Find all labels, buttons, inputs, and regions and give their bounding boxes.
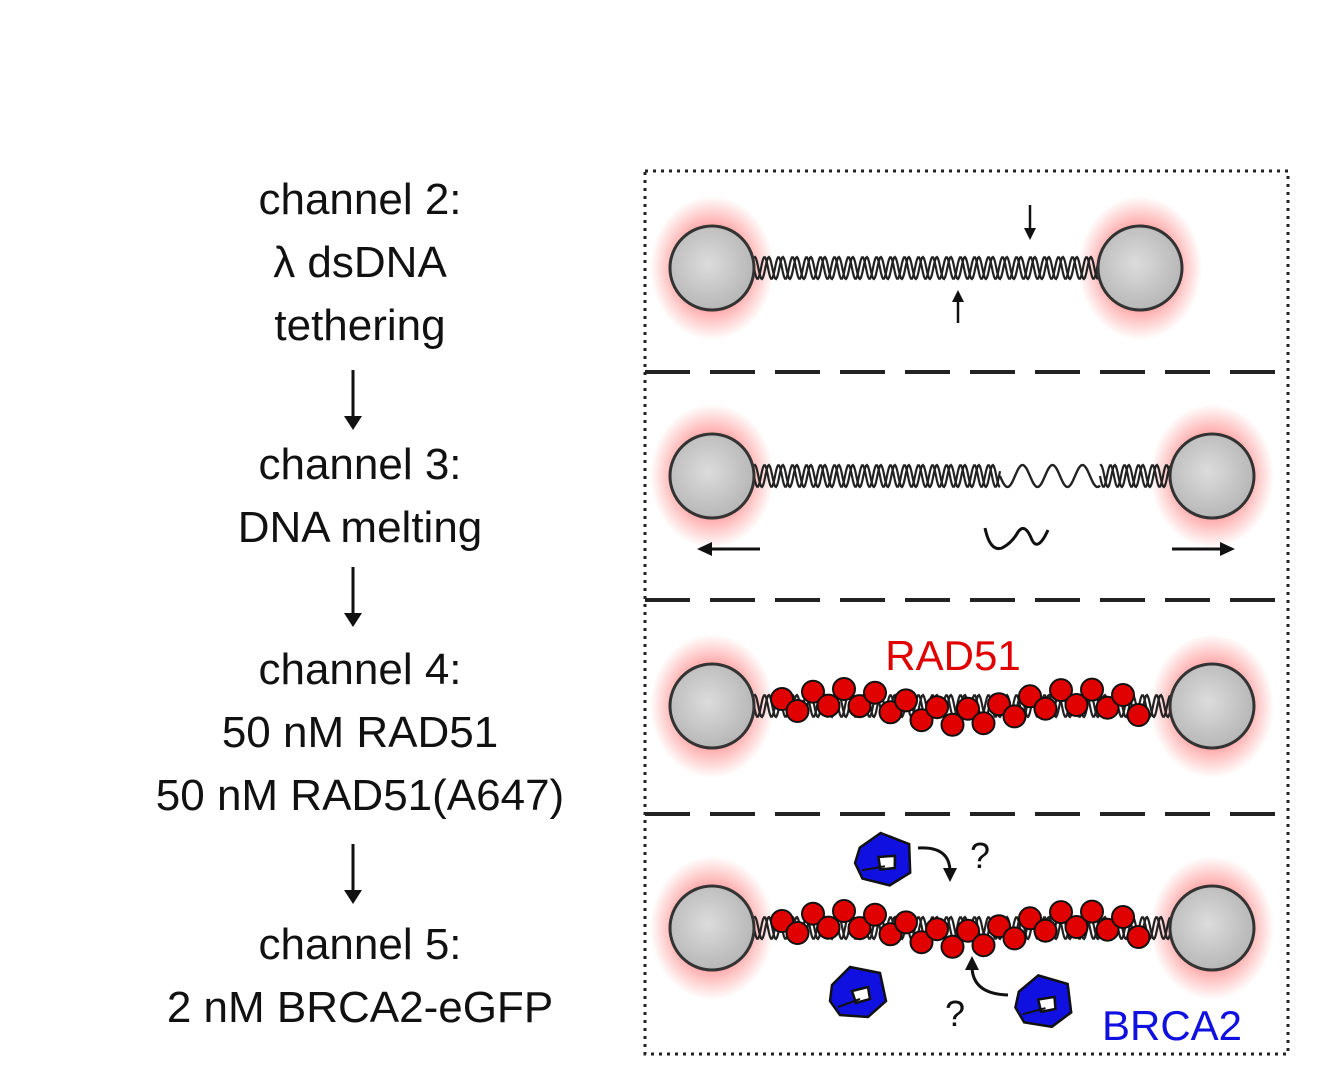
rad51-sphere (1049, 678, 1073, 703)
rad51-sphere (785, 699, 810, 723)
rad51-sphere (863, 680, 887, 705)
step-1-line-3: tethering (274, 301, 446, 350)
step-3-line-2: 50 nM RAD51 (221, 708, 499, 757)
brca2-domain-line (1022, 1007, 1046, 1016)
rad51-sphere (1002, 926, 1027, 951)
step-3-line-3: 50 nM RAD51(A647) (155, 771, 565, 820)
step-3-title: channel 4: (258, 645, 462, 694)
brca2-body (1014, 974, 1073, 1029)
rad51-sphere (1080, 677, 1104, 702)
step-4-line-2: 2 nM BRCA2-eGFP (166, 983, 554, 1032)
rad51-sphere (847, 694, 872, 719)
rad51-sphere (909, 708, 934, 733)
dna-strand (752, 256, 1100, 280)
rad51-sphere (1095, 695, 1120, 720)
question-mark-bottom: ? (945, 993, 965, 1034)
rad51-sphere (785, 921, 810, 945)
rad51-sphere (956, 918, 980, 943)
rad51-sphere (816, 915, 841, 940)
rad51-sphere (971, 711, 996, 736)
rad51-sphere (956, 696, 980, 721)
rad51-sphere (1033, 696, 1058, 721)
rad51-sphere (801, 901, 825, 926)
rad51-sphere (832, 677, 856, 701)
brca2-molecule (853, 831, 912, 887)
trap-bead (668, 884, 756, 972)
trap-bead (1168, 884, 1256, 972)
trap-bead (1168, 432, 1256, 520)
brca2-body (853, 831, 912, 887)
rad51-sphere (1064, 915, 1089, 939)
rad51-sphere (1049, 900, 1073, 925)
rad51-sphere (1002, 704, 1027, 729)
rad51-sphere (1126, 925, 1151, 949)
dna-strand (1098, 464, 1172, 488)
rad51-sphere (894, 910, 918, 935)
brca2-domain-line (837, 998, 861, 1008)
rad51-sphere (940, 712, 965, 737)
rad51-filaments (770, 677, 1151, 959)
rad51-sphere (832, 899, 856, 923)
down-arrow-icon (344, 567, 362, 627)
dna-strand (753, 255, 1099, 281)
step-4-title: channel 5: (258, 920, 462, 969)
rad51-sphere (894, 688, 918, 713)
rad51-sphere (925, 917, 949, 942)
step-2-title: channel 3: (258, 440, 462, 489)
trap-bead (668, 432, 756, 520)
rad51-label: RAD51 (885, 632, 1020, 679)
dotted-frame (643, 169, 1290, 1056)
brca2-molecules (828, 831, 1073, 1029)
brca2-molecule (1014, 974, 1073, 1029)
melted-strand (983, 526, 1050, 551)
down-arrow-icon (344, 370, 362, 430)
pulling-arrows (697, 526, 1235, 556)
rad51-sphere (847, 916, 872, 941)
rad51-sphere (987, 692, 1011, 717)
rad51-sphere (1018, 906, 1042, 931)
rad51-sphere (909, 930, 934, 955)
compression-arrows (952, 205, 1036, 323)
rad51-sphere (816, 693, 841, 718)
brca2-body (828, 965, 888, 1019)
binding-arrows (917, 846, 1009, 997)
trap-beads (668, 224, 1256, 972)
rad51-sphere (1080, 899, 1104, 924)
rad51-sphere (1126, 703, 1151, 727)
rad51-sphere (1064, 693, 1089, 717)
dna-strand (753, 463, 1001, 489)
down-arrow-icon (344, 844, 362, 904)
step-2-line-2: DNA melting (237, 503, 483, 552)
trap-bead (668, 662, 756, 750)
ssdna-strand (998, 463, 1101, 489)
brca2-domain-line (861, 865, 886, 872)
trap-bead (1168, 662, 1256, 750)
rad51-sphere (1033, 918, 1058, 943)
rad51-sphere (1095, 917, 1120, 942)
rad51-sphere (863, 902, 887, 927)
rad51-sphere (940, 934, 965, 959)
rad51-sphere (1111, 905, 1135, 929)
rad51-sphere (971, 933, 996, 958)
question-mark-top: ? (970, 835, 990, 876)
rad51-sphere (987, 914, 1011, 939)
step-1-title: channel 2: (258, 175, 462, 224)
rad51-sphere (801, 679, 825, 704)
trap-bead (668, 224, 756, 312)
step-1-line-2: λ dsDNA (273, 238, 447, 287)
dna-strand (1099, 463, 1172, 489)
trap-bead (1096, 224, 1184, 312)
rad51-sphere (1111, 683, 1135, 707)
rad51-sphere (1018, 684, 1042, 709)
brca2-label: BRCA2 (1102, 1002, 1242, 1049)
rad51-sphere (925, 695, 949, 720)
brca2-molecule (828, 965, 888, 1019)
